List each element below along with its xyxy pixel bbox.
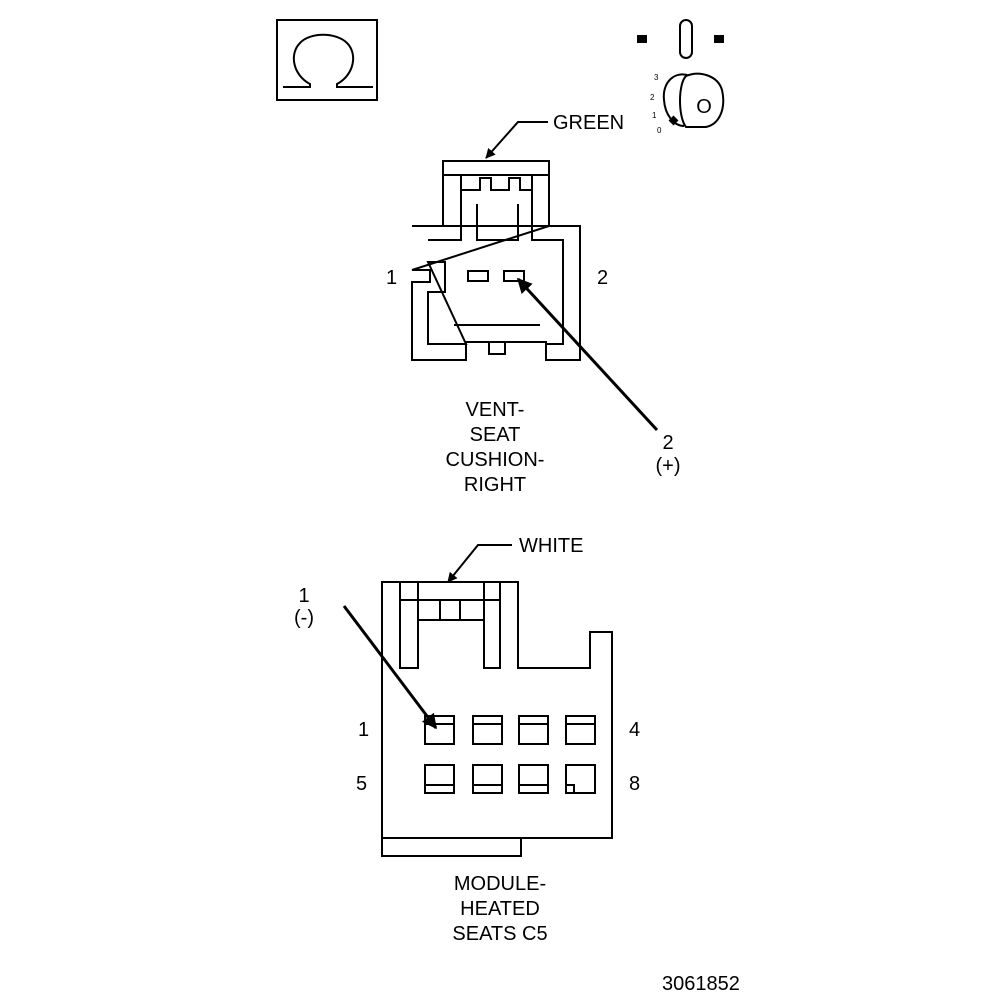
module-pin-8-label: 8 (629, 773, 640, 795)
ignition-position-3: 3 (654, 73, 659, 82)
green-wire-label: GREEN (553, 112, 624, 134)
vent-seat-pin-2-label: 2 (597, 267, 608, 289)
green-wire-leader (485, 121, 548, 159)
heated-seats-module-connector (381, 581, 613, 857)
pin-2-callout-number: 2 (662, 432, 673, 454)
vent-seat-connector (411, 160, 581, 361)
module-pin-1-label: 1 (358, 719, 369, 741)
pin-2-callout-arrow (516, 277, 659, 432)
vent-seat-pin-1-label: 1 (386, 267, 397, 289)
heated-seats-connector-name: MODULE- HEATED SEATS C5 (452, 873, 547, 945)
ohm-icon (276, 19, 378, 101)
ignition-position-1: 1 (652, 111, 657, 120)
pin-2-callout-polarity: (+) (656, 455, 681, 477)
svg-text:SEATS C5: SEATS C5 (452, 923, 547, 945)
pin-1-callout-number: 1 (298, 585, 309, 607)
pin-1-callout-arrow (342, 605, 438, 730)
module-pin-5-label: 5 (356, 773, 367, 795)
ignition-position-2: 2 (650, 93, 655, 102)
svg-text:MODULE-: MODULE- (454, 873, 546, 895)
svg-text:RIGHT: RIGHT (464, 474, 526, 496)
ignition-key-icon: O 3 2 1 0 (637, 19, 725, 135)
svg-text:SEAT: SEAT (470, 424, 521, 446)
vent-seat-connector-name: VENT- SEAT CUSHION- RIGHT (446, 399, 545, 496)
ignition-position-0: 0 (657, 126, 662, 135)
white-wire-leader (447, 544, 512, 583)
svg-text:VENT-: VENT- (466, 399, 525, 421)
ignition-key-letter: O (696, 96, 712, 118)
figure-number: 3061852 (662, 973, 740, 995)
svg-text:HEATED: HEATED (460, 898, 540, 920)
svg-text:CUSHION-: CUSHION- (446, 449, 545, 471)
white-wire-label: WHITE (519, 535, 583, 557)
pin-1-callout-polarity: (-) (294, 607, 314, 629)
module-pin-4-label: 4 (629, 719, 640, 741)
